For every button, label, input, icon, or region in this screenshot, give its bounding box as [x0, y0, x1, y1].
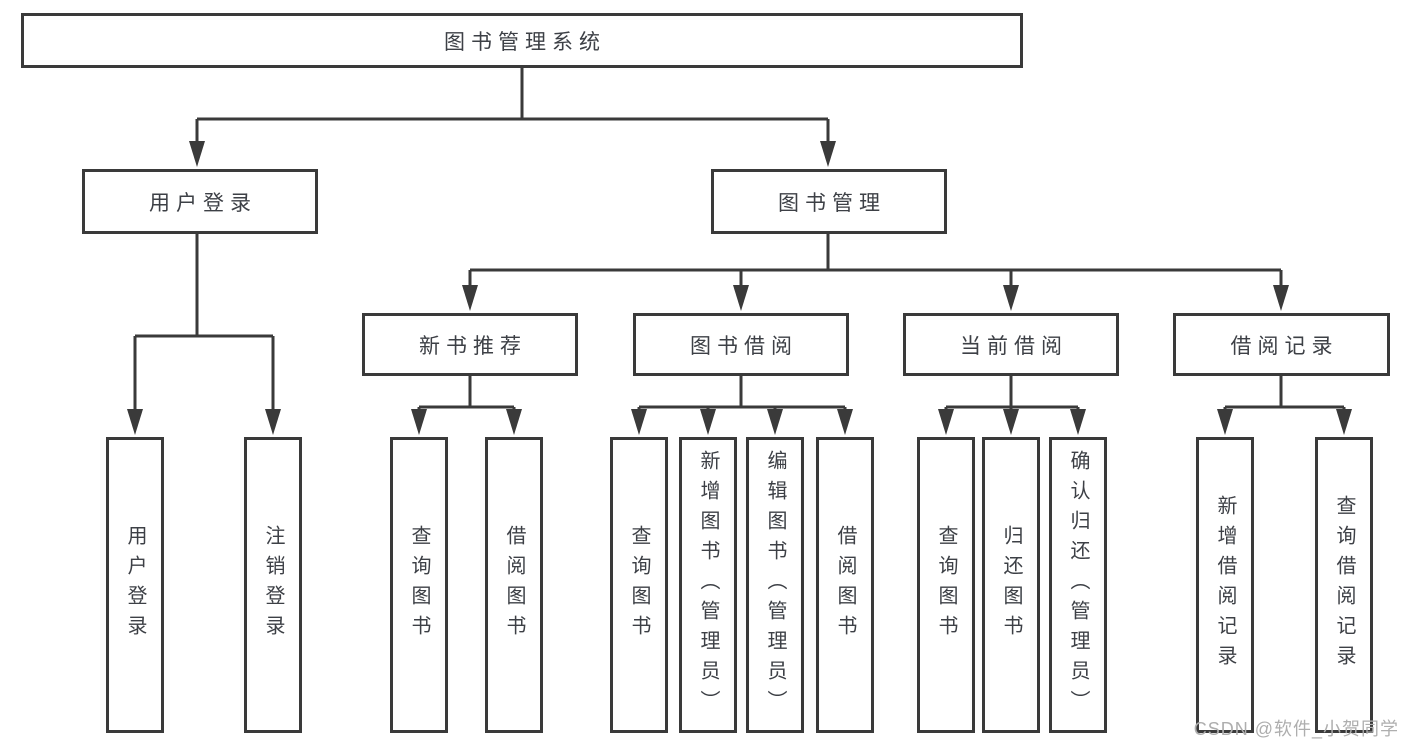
node-current-borrowing: 当前借阅 — [903, 313, 1119, 376]
node-label: 编辑图书（管理员） — [764, 450, 786, 720]
node-label: 新增图书（管理员） — [697, 450, 719, 720]
node-book-borrowing: 图书借阅 — [633, 313, 849, 376]
node-add-books-admin: 新增图书（管理员） — [679, 437, 737, 733]
node-new-book-recommendation: 新书推荐 — [362, 313, 578, 376]
node-label: 借阅图书 — [834, 525, 856, 645]
node-label: 新增借阅记录 — [1214, 495, 1236, 675]
node-label: 用户登录 — [149, 191, 257, 215]
node-label: 归还图书 — [1000, 525, 1022, 645]
node-borrow-books-recommend: 借阅图书 — [485, 437, 543, 733]
node-label: 图书借阅 — [690, 334, 798, 358]
node-label: 图书管理 — [778, 191, 886, 215]
node-label: 图书管理系统 — [444, 30, 606, 54]
node-edit-books-admin: 编辑图书（管理员） — [746, 437, 804, 733]
node-label: 借阅记录 — [1230, 334, 1339, 358]
node-label: 查询图书 — [408, 525, 430, 645]
node-borrow-books-borrowing: 借阅图书 — [816, 437, 874, 733]
node-library-management-system: 图书管理系统 — [21, 13, 1023, 68]
node-user-login-module: 用户登录 — [82, 169, 318, 234]
node-label: 确认归还（管理员） — [1067, 450, 1089, 720]
node-query-borrow-record: 查询借阅记录 — [1315, 437, 1373, 733]
node-label: 新书推荐 — [419, 334, 527, 358]
node-user-login: 用户登录 — [106, 437, 164, 733]
node-borrowing-records: 借阅记录 — [1173, 313, 1390, 376]
node-query-books-recommend: 查询图书 — [390, 437, 448, 733]
node-label: 查询借阅记录 — [1333, 495, 1355, 675]
csdn-watermark: CSDN @软件_小贺同学 — [1193, 719, 1399, 739]
node-logout: 注销登录 — [244, 437, 302, 733]
node-label: 用户登录 — [124, 525, 146, 645]
node-label: 注销登录 — [262, 525, 284, 645]
node-label: 查询图书 — [935, 525, 957, 645]
node-label: 查询图书 — [628, 525, 650, 645]
tree-edges — [133, 68, 1346, 415]
node-label: 借阅图书 — [503, 525, 525, 645]
node-book-management: 图书管理 — [711, 169, 947, 234]
node-label: 当前借阅 — [960, 334, 1068, 358]
node-return-books: 归还图书 — [982, 437, 1040, 733]
node-add-borrow-record: 新增借阅记录 — [1196, 437, 1254, 733]
node-confirm-return-admin: 确认归还（管理员） — [1049, 437, 1107, 733]
arrowheads — [127, 141, 1352, 435]
node-query-books-current: 查询图书 — [917, 437, 975, 733]
node-query-books-borrowing: 查询图书 — [610, 437, 668, 733]
